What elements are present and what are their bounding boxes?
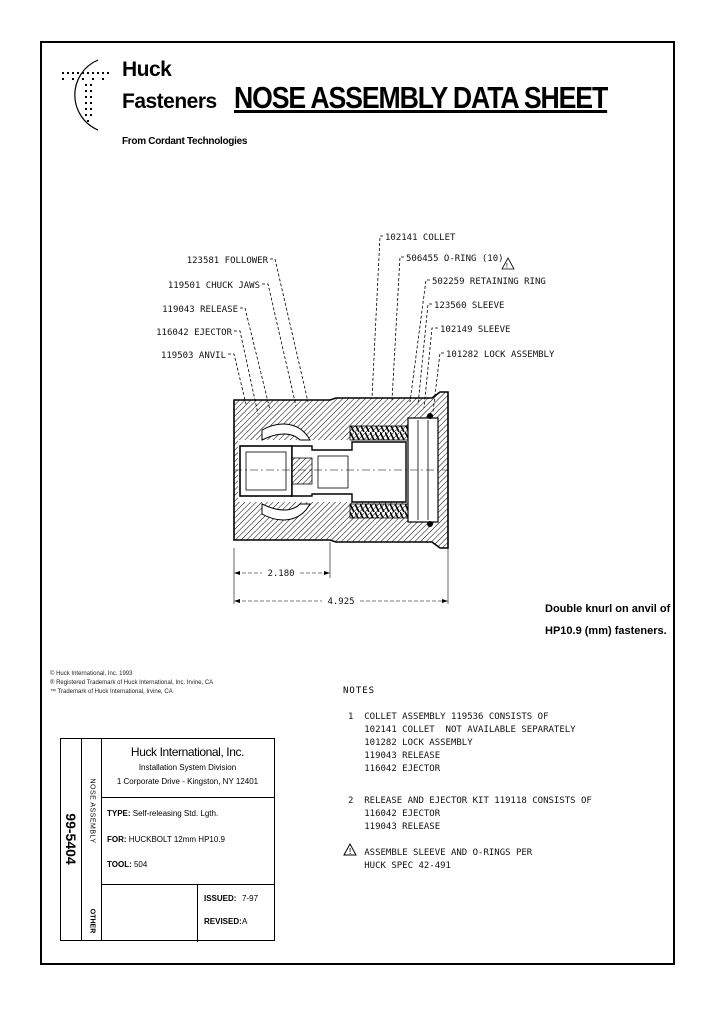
copyright-notice: © Huck International, Inc. 1993 ® Regist… <box>50 670 213 697</box>
company-name: Huck International, Inc. <box>130 745 245 759</box>
divider <box>197 884 198 942</box>
brand-name-line1: Huck <box>122 58 172 81</box>
notes-title: NOTES <box>343 686 376 696</box>
note-2: 2 RELEASE AND EJECTOR KIT 119118 CONSIST… <box>348 796 592 832</box>
category-label-2: OTHER <box>88 908 96 934</box>
copyright-line2: ® Registered Trademark of Huck Internati… <box>50 680 214 686</box>
section-body <box>233 391 449 549</box>
company-division: Installation System Division <box>138 763 237 772</box>
category-column: NOSE ASSEMBLY OTHER <box>81 739 102 940</box>
knurl-note-line1: Double knurl on anvil of <box>545 603 671 615</box>
callout-labels: 102141 COLLET 506455 O-RING (10) 502259 … <box>156 233 555 361</box>
callout-leaders <box>228 235 444 415</box>
copyright-line3: ™ Trademark of Huck International, Irvin… <box>50 689 173 695</box>
issued-row: ISSUED:7-97 <box>204 894 259 903</box>
note-1: 1 COLLET ASSEMBLY 119536 CONSISTS OF 102… <box>348 712 576 774</box>
revised-value: A <box>242 917 248 926</box>
issued-value: 7-97 <box>242 894 259 903</box>
huck-logo-icon <box>62 59 109 131</box>
callout-sleeve-123560: 123560 SLEEVE <box>434 301 504 311</box>
note-3: ASSEMBLE SLEEVE AND O-RINGS PER HUCK SPE… <box>364 848 533 871</box>
warning-triangle-icon <box>501 257 515 270</box>
callout-follower: 123581 FOLLOWER <box>187 256 269 266</box>
dimension-lines: 2.180 4.925 <box>233 542 449 607</box>
svg-text:!: ! <box>349 847 352 856</box>
for-value: HUCKBOLT 12mm HP10.9 <box>128 835 225 844</box>
divider <box>101 797 274 798</box>
callout-release: 119043 RELEASE <box>162 305 238 315</box>
category-label: NOSE ASSEMBLY <box>88 778 96 844</box>
title-block: 99-5404 NOSE ASSEMBLY OTHER Huck Interna… <box>60 738 275 942</box>
dimension-long: 4.925 <box>327 597 354 607</box>
nose-assembly-drawing: 102141 COLLET 506455 O-RING (10) 502259 … <box>156 233 555 607</box>
knurl-note: Double knurl on anvil of HP10.9 (mm) fas… <box>545 598 670 642</box>
tool-row: TOOL: 504 <box>107 860 148 869</box>
warning-triangle-icon: ! <box>343 842 357 856</box>
brand-name-line2: Fasteners <box>122 90 217 113</box>
callout-sleeve-102149: 102149 SLEEVE <box>440 325 510 335</box>
callout-o-ring: 506455 O-RING (10) <box>406 254 504 264</box>
tool-value: 504 <box>133 860 148 869</box>
type-row: TYPE: Self-releasing Std. Lgth. <box>107 809 219 818</box>
sheet-border <box>40 41 675 965</box>
brand-subtitle: From Cordant Technologies <box>122 136 248 147</box>
divider <box>101 884 274 885</box>
warning-mark: ! <box>506 262 509 270</box>
callout-ejector: 116042 EJECTOR <box>156 328 232 338</box>
callout-retaining-ring: 502259 RETAINING RING <box>432 277 546 287</box>
page-title: NOSE ASSEMBLY DATA SHEET <box>234 80 608 115</box>
for-row: FOR: HUCKBOLT 12mm HP10.9 <box>107 835 225 844</box>
dimension-short: 2.180 <box>267 569 294 579</box>
callout-lock-assembly: 101282 LOCK ASSEMBLY <box>446 350 555 360</box>
revised-row: REVISED:A <box>204 917 248 926</box>
callout-chuck-jaws: 119501 CHUCK JAWS <box>168 281 260 291</box>
document-number: 99-5404 <box>63 813 79 865</box>
type-value: Self-releasing Std. Lgth. <box>132 809 219 818</box>
company-address: 1 Corporate Drive - Kingston, NY 12401 <box>116 777 259 786</box>
callout-collet: 102141 COLLET <box>385 233 456 243</box>
callout-anvil: 119503 ANVIL <box>161 351 226 361</box>
copyright-line1: © Huck International, Inc. 1993 <box>50 671 133 677</box>
knurl-note-line2: HP10.9 (mm) fasteners. <box>545 625 667 637</box>
